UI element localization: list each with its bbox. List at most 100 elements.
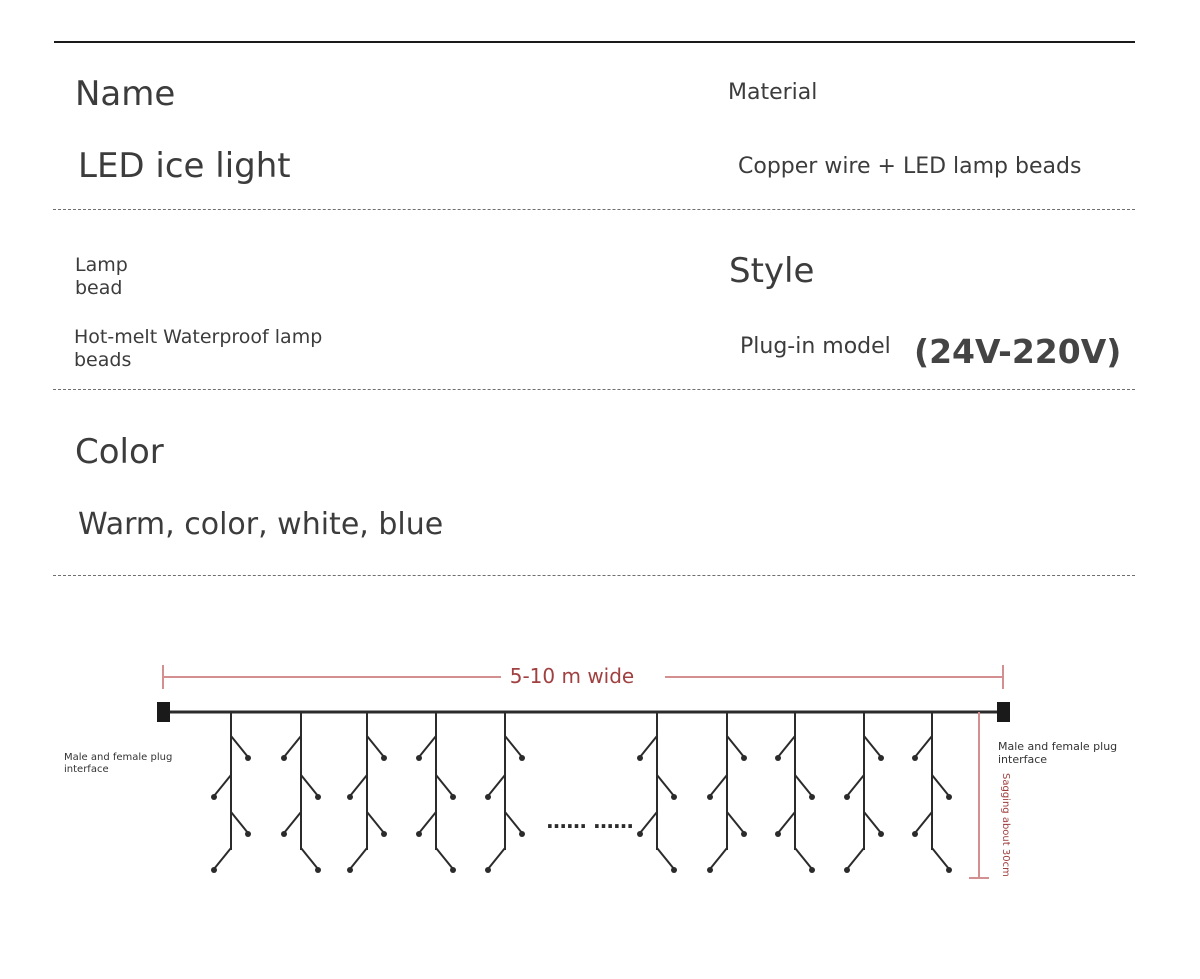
led-bead (775, 755, 781, 761)
name-label: Name (75, 74, 176, 114)
led-bead (707, 794, 713, 800)
icicle-strand (281, 712, 321, 873)
led-bead (381, 831, 387, 837)
icicle-strand (347, 712, 387, 873)
lamp-bead-label-line1: Lamp (75, 254, 128, 276)
icicle-strand (844, 712, 884, 873)
led-bead (775, 831, 781, 837)
right-plug-label-line2: interface (998, 753, 1047, 766)
branch-wire (931, 774, 950, 797)
led-bead (912, 831, 918, 837)
icicle-strand (707, 712, 747, 873)
led-bead (741, 831, 747, 837)
material-value: Copper wire + LED lamp beads (738, 154, 1082, 179)
led-bead (809, 794, 815, 800)
width-label: 5-10 m wide (510, 664, 635, 688)
branch-wire (435, 774, 454, 797)
led-bead (315, 867, 321, 873)
divider-1 (53, 209, 1135, 210)
lamp-bead-value-line1: Hot-melt Waterproof lamp (74, 326, 323, 348)
led-bead (416, 831, 422, 837)
branch-wire (504, 735, 523, 758)
color-label: Color (75, 432, 164, 472)
width-dimension (162, 665, 1004, 689)
material-label: Material (728, 80, 818, 105)
led-bead (809, 867, 815, 873)
ice-light-diagram: 5-10 m wide …… …… Male and female plug i… (64, 664, 1117, 879)
branch-wire (639, 811, 658, 834)
style-value: Plug-in model (740, 334, 891, 359)
led-bead (844, 794, 850, 800)
lamp-bead-value-line2: beads (74, 349, 132, 371)
branch-wire (349, 847, 368, 870)
branch-wire (777, 811, 796, 834)
branch-wire (846, 774, 865, 797)
branch-wire (366, 735, 385, 758)
led-bead (211, 794, 217, 800)
led-bead (485, 794, 491, 800)
branch-wire (300, 774, 319, 797)
top-rule (54, 41, 1135, 43)
led-bead (381, 755, 387, 761)
branch-wire (777, 735, 796, 758)
led-bead (347, 794, 353, 800)
branch-wire (794, 847, 813, 870)
branch-wire (914, 811, 933, 834)
led-bead (519, 831, 525, 837)
led-bead (347, 867, 353, 873)
branch-wire (213, 847, 232, 870)
branch-wire (709, 847, 728, 870)
sag-label: Sagging about 30cm (1000, 773, 1011, 877)
left-plug-label-line1: Male and female plug (64, 752, 172, 763)
led-bead (245, 755, 251, 761)
ellipsis-label: …… …… (547, 809, 634, 833)
led-bead (211, 867, 217, 873)
divider-3 (53, 575, 1135, 576)
divider-2 (53, 389, 1135, 390)
branch-wire (349, 774, 368, 797)
branch-wire (230, 735, 249, 758)
icicle-strand (211, 712, 251, 873)
color-value: Warm, color, white, blue (78, 507, 444, 542)
branch-wire (863, 811, 882, 834)
branch-wire (863, 735, 882, 758)
branch-wire (914, 735, 933, 758)
led-bead (450, 867, 456, 873)
led-bead (281, 755, 287, 761)
led-bead (671, 867, 677, 873)
icicle-strand (637, 712, 677, 873)
sag-dimension (969, 712, 989, 879)
branch-wire (487, 774, 506, 797)
led-bead (878, 831, 884, 837)
name-value: LED ice light (78, 146, 291, 186)
led-bead (741, 755, 747, 761)
right-plug-label-line1: Male and female plug (998, 740, 1117, 753)
icicle-strand (485, 712, 525, 873)
led-bead (671, 794, 677, 800)
branch-wire (418, 811, 437, 834)
branch-wire (794, 774, 813, 797)
branch-wire (656, 847, 675, 870)
led-bead (281, 831, 287, 837)
led-bead (878, 755, 884, 761)
led-bead (315, 794, 321, 800)
branch-wire (283, 735, 302, 758)
branch-wire (435, 847, 454, 870)
led-bead (450, 794, 456, 800)
led-bead (485, 867, 491, 873)
branch-wire (846, 847, 865, 870)
led-bead (416, 755, 422, 761)
branch-wire (418, 735, 437, 758)
led-bead (637, 755, 643, 761)
led-bead (912, 755, 918, 761)
icicle-strand (416, 712, 456, 873)
led-bead (946, 794, 952, 800)
branch-wire (931, 847, 950, 870)
right-plug (997, 702, 1010, 722)
branch-wire (300, 847, 319, 870)
icicle-drops (211, 712, 952, 873)
icicle-strand (775, 712, 815, 873)
led-bead (946, 867, 952, 873)
branch-wire (726, 735, 745, 758)
lamp-bead-label: Lamp bead (75, 254, 128, 300)
